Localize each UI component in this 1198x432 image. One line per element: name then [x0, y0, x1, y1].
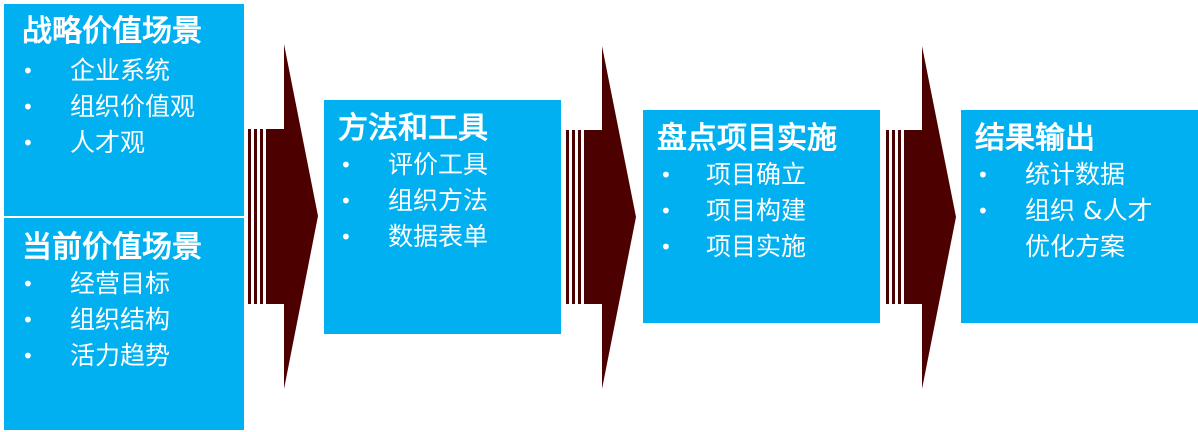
bullet-icon: •	[660, 163, 672, 187]
list-item: • 经营目标	[22, 266, 242, 302]
list-item: • 统计数据	[977, 157, 1197, 193]
list-item: • 活力趋势	[22, 338, 242, 374]
flow-arrow-icon	[886, 46, 956, 389]
result-output-title: 结果输出	[975, 121, 1095, 156]
project-implementation-list: • 项目确立 • 项目构建 • 项目实施	[660, 157, 880, 265]
bullet-icon: •	[977, 199, 989, 223]
project-implementation-box: 盘点项目实施 • 项目确立 • 项目构建 • 项目实施	[643, 110, 880, 323]
methods-tools-box: 方法和工具 • 评价工具 • 组织方法 • 数据表单	[324, 100, 561, 334]
result-output-list: • 统计数据 • 组织 &人才 优化方案	[977, 157, 1197, 265]
flow-arrow-icon	[566, 46, 636, 389]
list-item: • 组织 &人才	[977, 193, 1197, 229]
methods-tools-title: 方法和工具	[338, 111, 488, 146]
current-value-title: 当前价值场景	[22, 230, 202, 265]
list-item: • 企业系统	[22, 53, 242, 89]
strategic-value-box: 战略价值场景 • 企业系统 • 组织价值观 • 人才观	[4, 4, 244, 216]
bullet-icon: •	[22, 308, 34, 332]
list-item: • 项目确立	[660, 157, 880, 193]
strategic-value-list: • 企业系统 • 组织价值观 • 人才观	[22, 53, 242, 161]
result-output-box: 结果输出 • 统计数据 • 组织 &人才 优化方案	[961, 110, 1198, 323]
bullet-icon: •	[340, 153, 352, 177]
list-item: • 组织方法	[340, 183, 560, 219]
bullet-icon: •	[22, 272, 34, 296]
bullet-icon: •	[660, 199, 672, 223]
bullet-icon: •	[977, 163, 989, 187]
list-item: • 组织结构	[22, 302, 242, 338]
list-item-continuation: 优化方案	[1025, 232, 1126, 261]
bullet-icon: •	[660, 235, 672, 259]
bullet-icon: •	[340, 225, 352, 249]
bullet-icon: •	[340, 189, 352, 213]
project-implementation-title: 盘点项目实施	[657, 121, 837, 156]
bullet-icon: •	[22, 344, 34, 368]
bullet-icon: •	[22, 131, 34, 155]
list-item: • 人才观	[22, 125, 242, 161]
strategic-value-title: 战略价值场景	[22, 14, 202, 49]
current-value-list: • 经营目标 • 组织结构 • 活力趋势	[22, 266, 242, 374]
flow-arrow-icon	[248, 44, 318, 389]
list-item: • 数据表单	[340, 219, 560, 255]
methods-tools-list: • 评价工具 • 组织方法 • 数据表单	[340, 147, 560, 255]
list-item: • 评价工具	[340, 147, 560, 183]
current-value-box: 当前价值场景 • 经营目标 • 组织结构 • 活力趋势	[4, 218, 244, 430]
box-divider	[4, 216, 244, 218]
list-item: • 项目构建	[660, 193, 880, 229]
list-item: • 组织价值观	[22, 89, 242, 125]
bullet-icon: •	[22, 95, 34, 119]
bullet-icon: •	[22, 59, 34, 83]
list-item: • 项目实施	[660, 229, 880, 265]
